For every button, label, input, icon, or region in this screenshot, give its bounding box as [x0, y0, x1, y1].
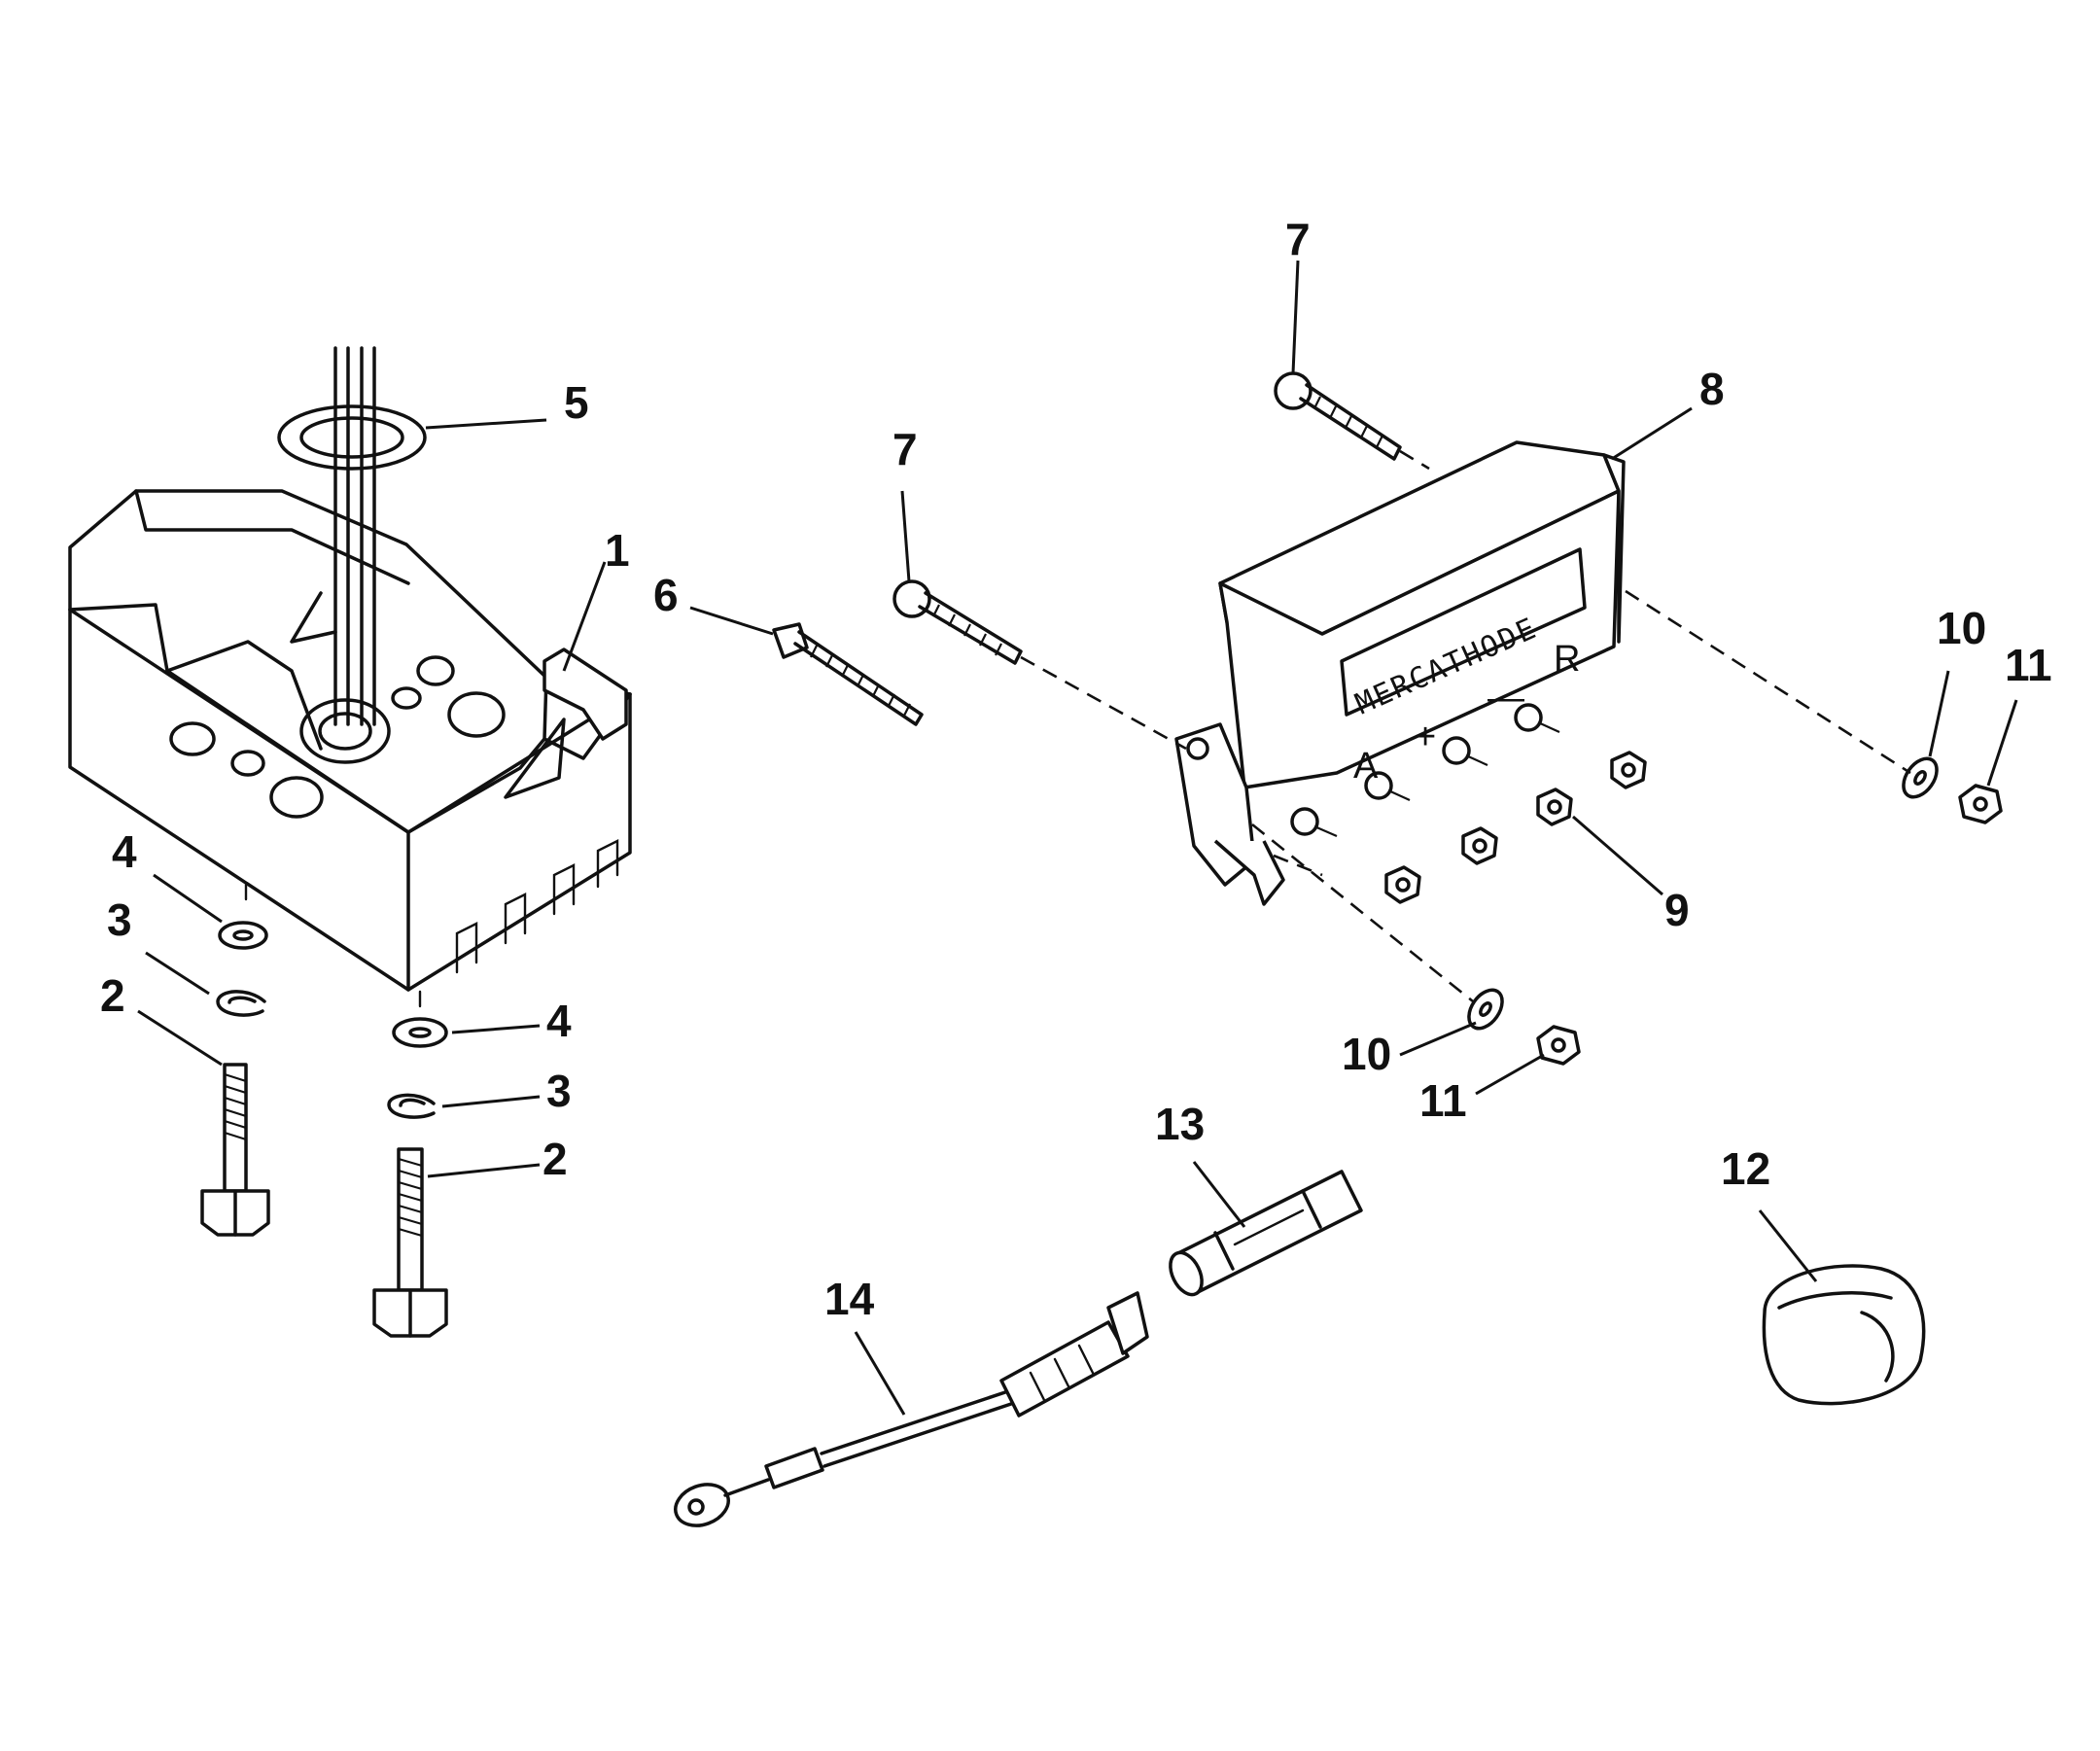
leader-lines — [137, 260, 2018, 1416]
grommet-with-leads — [277, 346, 427, 726]
callout-11: 11 — [2005, 640, 2052, 690]
callout-8: 8 — [1699, 364, 1725, 414]
callout-2: 2 — [542, 1134, 568, 1184]
terminal-label-r: R — [1554, 639, 1580, 680]
hex-nut — [1536, 1025, 1581, 1066]
callout-6: 6 — [653, 570, 679, 620]
callout-5: 5 — [564, 377, 589, 428]
fuse — [1169, 1170, 1363, 1297]
flat-washer — [1902, 756, 1939, 799]
flat-washer — [218, 921, 268, 950]
callout-10: 10 — [1937, 603, 1986, 653]
heat-sink-bracket — [68, 489, 632, 1008]
hex-nut — [1958, 784, 2003, 824]
terminal-label-a: A — [1353, 746, 1379, 787]
callout-2: 2 — [100, 970, 125, 1021]
callout-11: 11 — [1419, 1075, 1467, 1126]
screw — [1274, 371, 1402, 461]
callout-4: 4 — [546, 996, 572, 1046]
callout-9: 9 — [1664, 885, 1690, 935]
hex-bolt — [372, 1147, 448, 1338]
assembly-lines — [1020, 449, 1911, 1003]
screw — [772, 622, 924, 726]
screw — [892, 579, 1023, 665]
callout-7: 7 — [1285, 214, 1311, 264]
mercathode-controller — [1174, 440, 1626, 906]
flat-washer — [392, 1017, 448, 1048]
callout-3: 3 — [107, 894, 132, 945]
lock-washer — [387, 1093, 436, 1119]
callout-7: 7 — [892, 424, 918, 474]
terminal-label-plus: + — [1415, 717, 1436, 757]
terminal-cap — [1762, 1264, 1926, 1406]
hex-nut — [1461, 826, 1498, 865]
callout-14: 14 — [824, 1274, 875, 1324]
callout-4: 4 — [112, 826, 137, 877]
hex-nut — [1384, 865, 1421, 904]
fuse-holder-lead — [674, 1291, 1149, 1527]
callout-1: 1 — [605, 525, 630, 576]
terminal-label-minus: — — [1488, 678, 1524, 718]
hex-nut — [1536, 788, 1573, 826]
lock-washer — [216, 990, 266, 1017]
callout-10: 10 — [1342, 1029, 1391, 1079]
callout-13: 13 — [1155, 1099, 1205, 1149]
callout-3: 3 — [546, 1066, 572, 1116]
hex-bolt — [200, 1063, 270, 1237]
callout-12: 12 — [1721, 1143, 1770, 1194]
flat-washer — [1467, 988, 1504, 1031]
hex-nut — [1610, 751, 1647, 789]
